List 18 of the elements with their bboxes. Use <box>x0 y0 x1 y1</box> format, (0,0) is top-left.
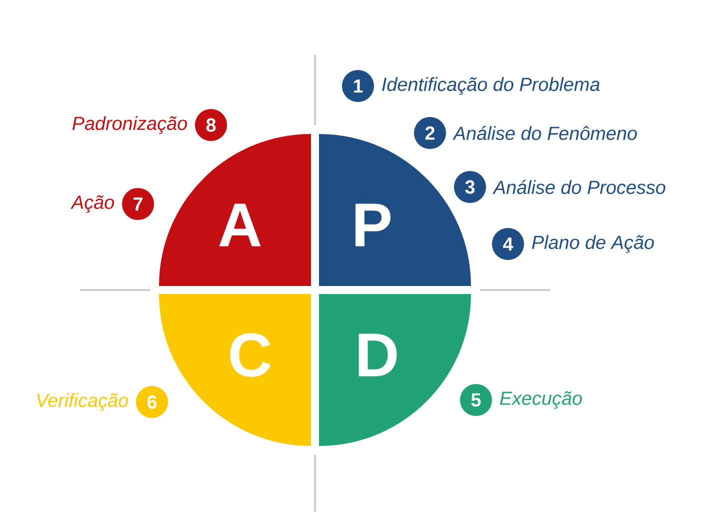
quadrant: A <box>159 134 311 286</box>
number-badge: 7 <box>122 188 154 220</box>
item-label: Identificação do Problema <box>382 77 600 95</box>
number-badge: 5 <box>460 384 492 416</box>
number-badge: 1 <box>342 70 374 102</box>
item-label: Análise do Processo <box>492 180 666 194</box>
number-badge: 6 <box>136 386 168 418</box>
number-badge: 2 <box>414 116 446 149</box>
item-label: Execução <box>500 391 582 409</box>
quadrant: C <box>159 294 311 446</box>
item-label: Plano de Ação <box>532 235 654 253</box>
item-label: Ação <box>70 195 114 213</box>
item-label: Verificação <box>37 393 128 411</box>
number-badge: 4 <box>492 228 524 260</box>
quadrant: D <box>319 294 471 446</box>
item-label: Padronização <box>72 116 187 134</box>
number-badge: 3 <box>454 170 486 203</box>
number-badge: 8 <box>195 108 227 141</box>
